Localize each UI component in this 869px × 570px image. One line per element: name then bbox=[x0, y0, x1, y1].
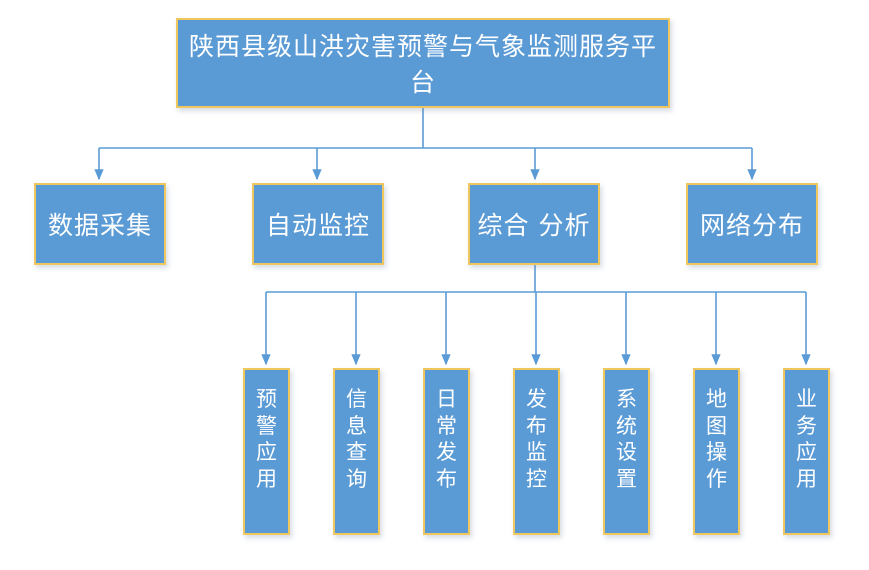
node-level3-label: 业务应用 bbox=[796, 387, 817, 491]
node-level2-data-collection[interactable]: 数据采集 bbox=[34, 183, 166, 265]
node-level3-release-monitoring[interactable]: 发布监控 bbox=[513, 368, 560, 535]
node-level2-label: 数据采集 bbox=[47, 211, 152, 240]
node-level3-system-settings[interactable]: 系统设置 bbox=[603, 368, 650, 535]
node-level3-label: 日常发布 bbox=[436, 387, 457, 491]
node-level3-label: 发布监控 bbox=[526, 387, 547, 491]
node-level2-label: 自动监控 bbox=[265, 211, 370, 240]
node-level3-map-operation[interactable]: 地图操作 bbox=[693, 368, 740, 535]
node-level3-label: 系统设置 bbox=[616, 387, 637, 491]
node-level2-label: 网络分布 bbox=[699, 211, 804, 240]
node-level2-automatic-monitoring[interactable]: 自动监控 bbox=[252, 183, 384, 265]
node-level2-comprehensive-analysis[interactable]: 综合 分析 bbox=[468, 183, 600, 265]
node-level2-network-distribution[interactable]: 网络分布 bbox=[686, 183, 818, 265]
node-level3-business-application[interactable]: 业务应用 bbox=[783, 368, 830, 535]
node-level3-label: 预警应用 bbox=[256, 387, 277, 491]
node-root-label: 陕西县级山洪灾害预警与气象监测服务平台 bbox=[188, 32, 657, 97]
node-level3-daily-release[interactable]: 日常发布 bbox=[423, 368, 470, 535]
node-level3-label: 地图操作 bbox=[706, 387, 727, 491]
node-level2-label: 综合 分析 bbox=[477, 211, 591, 240]
node-level3-warning-application[interactable]: 预警应用 bbox=[243, 368, 290, 535]
node-level3-information-query[interactable]: 信息查询 bbox=[333, 368, 380, 535]
node-root[interactable]: 陕西县级山洪灾害预警与气象监测服务平台 bbox=[176, 18, 670, 108]
node-level3-label: 信息查询 bbox=[346, 387, 367, 491]
